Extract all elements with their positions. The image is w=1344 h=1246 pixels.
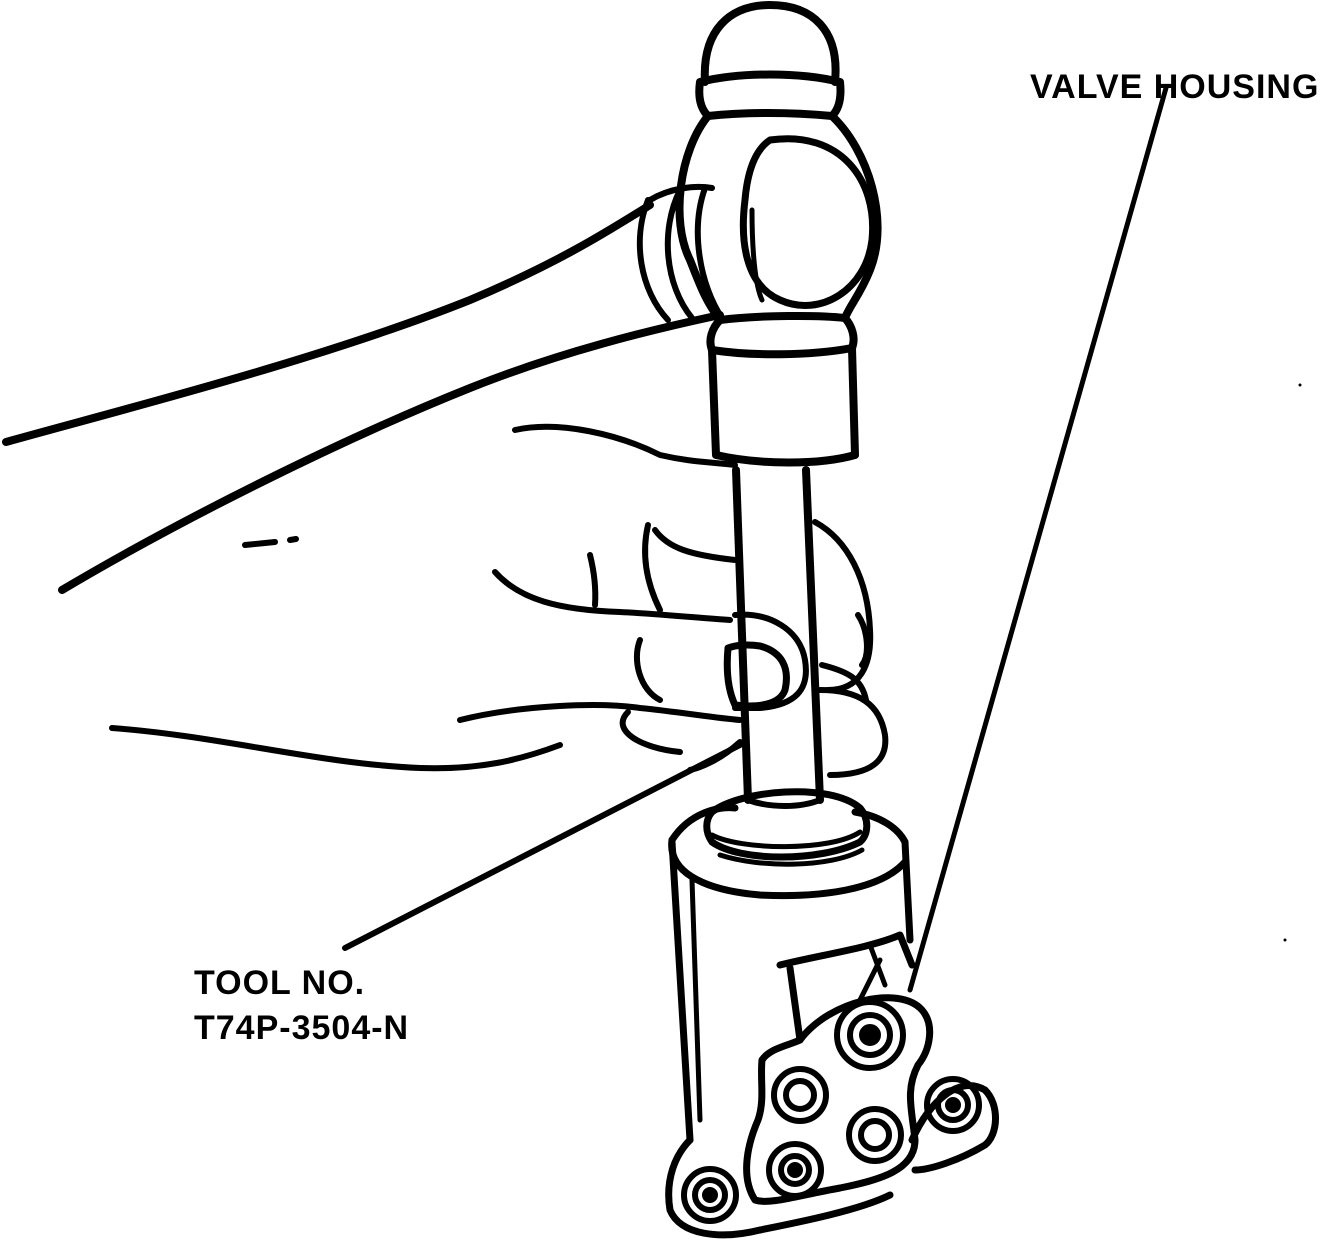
valve-housing-body [665,804,999,1239]
valve-housing-label: VALVE HOUSING [1030,68,1320,106]
upper-arm-outline [2,201,724,594]
tool-number-label: TOOL NO. [194,964,366,1002]
tool-leader-line [342,742,743,951]
tool-part-number-label: T74P-3504-N [194,1009,410,1047]
mounting-bolts [681,1076,982,1224]
right-fingers [812,519,889,778]
tool-collar [703,788,871,867]
upper-hand-cuff [636,183,725,323]
valve-ports [766,999,906,1199]
hammer [675,1,882,809]
valve-housing-leader-line [907,85,1169,993]
specks [1283,383,1302,942]
lower-hand-outline [109,423,743,773]
